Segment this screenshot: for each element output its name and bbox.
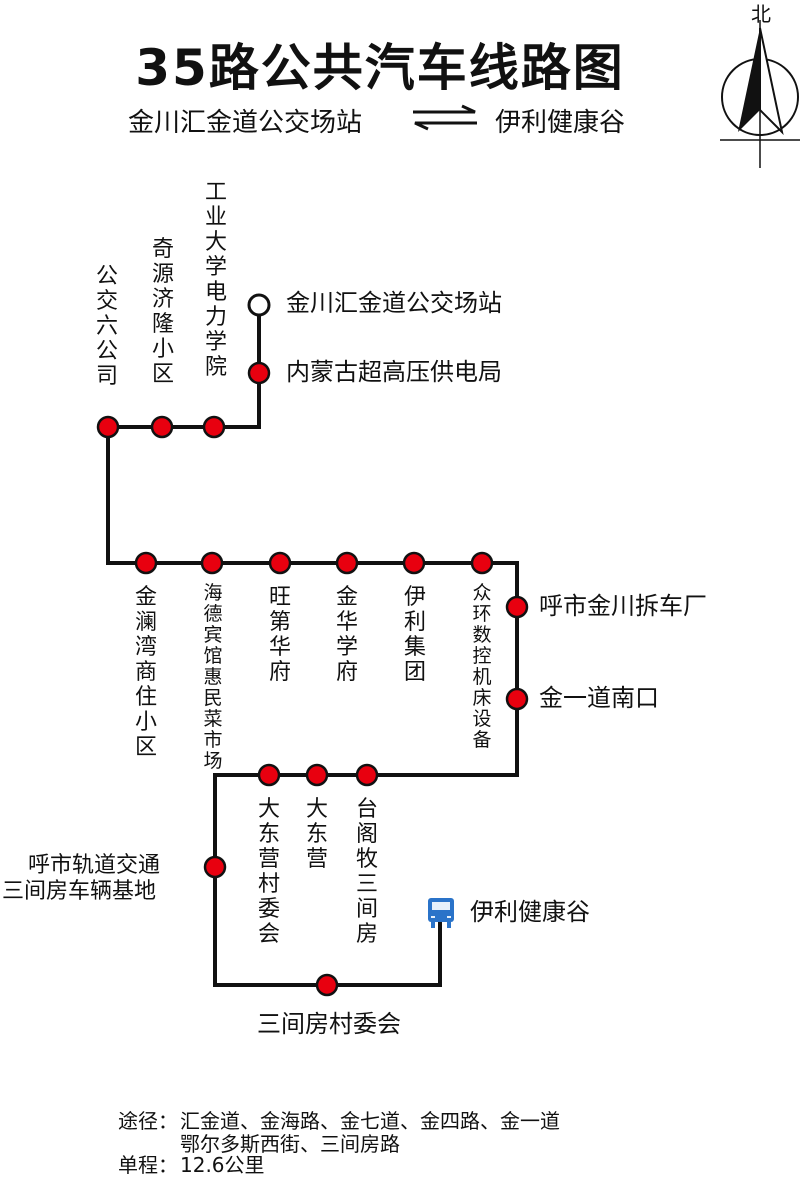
stop-label-sanjianfang-committee: 三间房村委会 [257,1010,401,1038]
via-streets-line1: 汇金道、金海路、金七道、金四路、金一道 [180,1109,560,1133]
stop-label-jinyidao: 金一道南口 [539,684,659,712]
stop-label-jinlanwan: 金澜湾商住小区 [134,585,157,760]
stop-marker [470,551,494,575]
stop-marker [402,551,426,575]
origin-terminal-label: 金川汇金道公交场站 [128,108,363,138]
stop-label-yili-group: 伊利集团 [403,585,426,685]
stop-marker [150,415,174,439]
stop-label-power-bureau: 内蒙古超高压供电局 [286,358,502,386]
stop-marker [257,763,281,787]
stop-label-haide-market: 海德宾馆惠民菜市场 [203,582,223,772]
stop-marker [96,415,120,439]
stop-label-taige: 台阁牧三间房 [355,797,378,947]
stop-marker [315,973,339,997]
distance-value: 12.6公里 [180,1153,265,1177]
stop-marker [202,415,226,439]
stop-label-wangdi: 旺第华府 [268,585,291,685]
stop-label-rail-transit: 呼市轨道交通 [28,853,161,878]
route-line [106,305,519,987]
via-label: 途径： [118,1109,178,1133]
stop-label-dadongying: 大东营 [305,797,328,872]
stop-marker [203,855,227,879]
stop-label-jinchuan-depot: 金川汇金道公交场站 [286,289,502,317]
stop-marker [355,763,379,787]
stop-marker [305,763,329,787]
stop-label-scrapyard: 呼市金川拆车厂 [539,592,707,620]
terminal-bus-icon [428,898,454,928]
stop-label-dadongying-committee: 大东营村委会 [257,797,280,947]
stop-label-bus-company: 公交六公司 [95,264,118,389]
distance-label: 单程： [118,1153,178,1177]
stop-marker [505,595,529,619]
stop-marker [268,551,292,575]
via-streets-line2: 鄂尔多斯西街、三间房路 [180,1132,400,1156]
compass-north-label: 北 [751,2,771,26]
stop-label-university: 工业大学电力学院 [204,180,227,380]
stop-marker-origin [247,293,271,317]
map-title: 35路公共汽车线路图 [135,39,625,97]
destination-terminal-label: 伊利健康谷 [495,108,626,138]
stop-label-yili-health-valley: 伊利健康谷 [470,898,590,926]
stop-label-rail-depot: 三间房车辆基地 [2,879,157,904]
stop-label-zhonghuan: 众环数控机床设备 [472,582,492,751]
stop-marker [335,551,359,575]
stop-label-jinhua: 金华学府 [335,585,358,685]
stop-marker [505,687,529,711]
stop-marker [134,551,158,575]
stop-marker [200,551,224,575]
stop-marker [247,361,271,385]
stop-label-qiyuan: 奇源济隆小区 [151,237,174,387]
